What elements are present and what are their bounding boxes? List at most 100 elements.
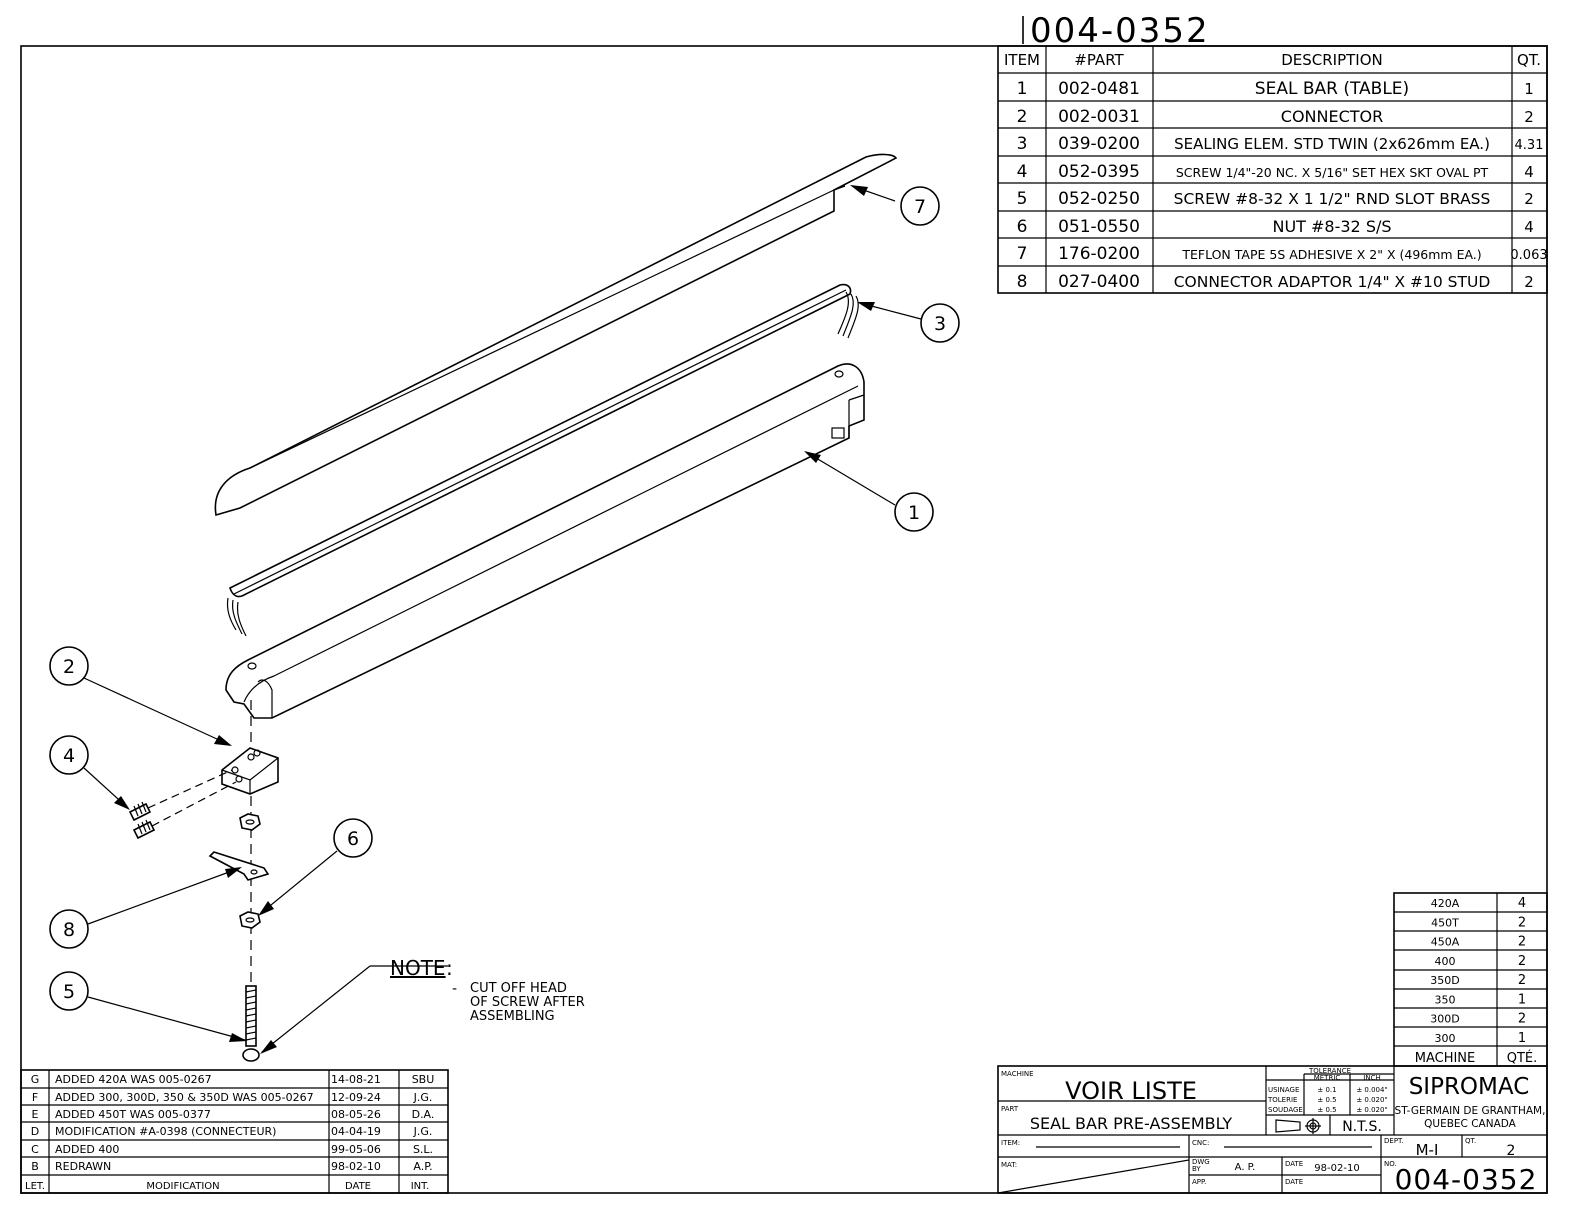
machine-qty-header: QTÉ. (1507, 1050, 1538, 1066)
bom-item-number: 3 (1017, 134, 1028, 154)
note-line-2: OF SCREW AFTER (470, 995, 585, 1010)
callout-2-label: 2 (63, 656, 75, 678)
bom-part-number: 052-0395 (1058, 162, 1140, 182)
callout-3-label: 3 (934, 313, 946, 335)
machine-model-qty: 4 (1518, 896, 1526, 911)
drawing-number: 004-0352 (1395, 1163, 1538, 1196)
revision-initials: SBU (412, 1073, 435, 1086)
callout-7: 7 (900, 186, 940, 226)
bom-description: SCREW #8-32 X 1 1/2" RND SLOT BRASS (1174, 190, 1491, 208)
bom-quantity: 2 (1524, 190, 1534, 208)
dept-label: DEPT. (1384, 1137, 1404, 1145)
rev-header-let: LET. (25, 1181, 45, 1192)
tol-inch-3: ± 0.020" (1356, 1106, 1387, 1114)
sealing-element-part (226, 283, 859, 637)
tol-inch-2: ± 0.020" (1356, 1096, 1387, 1104)
bom-quantity: 4 (1524, 163, 1534, 181)
brass-screw-part (242, 985, 260, 1062)
machine-label: MACHINE (1001, 1070, 1034, 1078)
bom-part-number: 176-0200 (1058, 244, 1140, 264)
tol-label-1: USINAGE (1268, 1086, 1299, 1094)
revision-letter: F (32, 1091, 38, 1104)
bom-item-number: 8 (1017, 272, 1028, 292)
lower-nut-part (239, 911, 261, 929)
app-label: APP. (1192, 1178, 1206, 1186)
date-value: 98-02-10 (1314, 1163, 1359, 1174)
drawing-border (20, 45, 1548, 1194)
machine-model-qty: 2 (1518, 915, 1526, 930)
machine-model: 300D (1430, 1013, 1459, 1026)
tolerance-title: TOLERANCE (1308, 1067, 1351, 1075)
bom-quantity: 2 (1524, 108, 1534, 126)
revision-description: REDRAWN (55, 1160, 111, 1173)
bom-item-number: 6 (1017, 217, 1028, 237)
machine-value: VOIR LISTE (1065, 1077, 1197, 1105)
bom-item-number: 7 (1017, 244, 1028, 264)
seal-bar-assembly-drawing: 7 3 1 2 4 6 8 5 N (49, 153, 960, 1062)
revision-date: 98-02-10 (331, 1160, 381, 1173)
bom-part-number: 027-0400 (1058, 272, 1140, 292)
bom-part-number: 051-0550 (1058, 217, 1140, 237)
revision-date: 99-05-06 (331, 1143, 381, 1156)
revision-letter: B (31, 1160, 39, 1173)
bom-description: TEFLON TAPE 5S ADHESIVE X 2" X (496mm EA… (1181, 247, 1481, 262)
note-line-1: CUT OFF HEAD (470, 981, 567, 996)
teflon-tape-part (214, 153, 898, 517)
revision-description: MODIFICATION #A-0398 (CONNECTEUR) (55, 1125, 276, 1138)
revision-date: 14-08-21 (331, 1073, 381, 1086)
bom-part-number: 002-0031 (1058, 107, 1140, 127)
bom-header-qty: QT. (1517, 51, 1541, 69)
dwg-label: DWG (1192, 1158, 1210, 1166)
bom-header-part: #PART (1074, 51, 1124, 69)
upper-nut-part (239, 813, 261, 831)
bom-description: SEALING ELEM. STD TWIN (2x626mm EA.) (1174, 135, 1490, 153)
machine-model-qty: 1 (1518, 992, 1526, 1007)
callout-6: 6 (333, 818, 373, 858)
revision-description: ADDED 450T WAS 005-0377 (55, 1108, 211, 1121)
third-angle-projection-icon (1275, 1118, 1321, 1134)
callout-8-label: 8 (63, 919, 75, 941)
bom-part-number: 039-0200 (1058, 134, 1140, 154)
bom-header-item: ITEM (1004, 51, 1040, 69)
title-block: MACHINE VOIR LISTE PART SEAL BAR PRE-ASS… (997, 1065, 1548, 1196)
machine-model: 400 (1435, 955, 1456, 968)
machine-model-qty: 2 (1518, 935, 1526, 950)
drawn-by-value: A. P. (1235, 1162, 1256, 1173)
machine-model: 300 (1435, 1032, 1456, 1045)
seal-bar-part (225, 363, 865, 719)
callout-6-label: 6 (347, 828, 359, 850)
note-dash: - (452, 981, 457, 997)
cnc-label: CNC: (1192, 1139, 1209, 1147)
machine-model: 350 (1435, 993, 1456, 1006)
number-label: NO. (1384, 1160, 1397, 1168)
drawing-number-top: 004-0352 (1030, 11, 1210, 51)
dept-value: M-I (1416, 1141, 1439, 1159)
revision-letter: C (31, 1143, 39, 1156)
machine-model: 450T (1431, 916, 1459, 929)
callout-leaders (83, 185, 922, 1054)
callout-5-label: 5 (63, 981, 75, 1003)
revision-initials: J.G. (413, 1091, 433, 1104)
machine-model-qty: 2 (1518, 973, 1526, 988)
mat-label: MAT: (1001, 1161, 1017, 1169)
date-label: DATE (1285, 1160, 1303, 1168)
company-address-2: QUEBEC CANADA (1424, 1118, 1517, 1130)
callout-4: 4 (49, 735, 89, 775)
bom-item-number: 2 (1017, 107, 1028, 127)
bom-item-number: 4 (1017, 162, 1028, 182)
machine-model: 350D (1430, 974, 1459, 987)
revision-letter: G (31, 1073, 40, 1086)
bom-quantity: 4.31 (1515, 138, 1544, 153)
rev-header-date: DATE (345, 1181, 371, 1192)
part-value: SEAL BAR PRE-ASSEMBLY (1030, 1114, 1233, 1133)
item-label: ITEM: (1001, 1139, 1020, 1147)
tol-label-2: TOLERIE (1267, 1096, 1297, 1104)
qt-value: 2 (1507, 1143, 1516, 1159)
callout-2: 2 (49, 646, 89, 686)
revision-letter: E (32, 1108, 39, 1121)
revision-initials: J.G. (413, 1125, 433, 1138)
date2-label: DATE (1285, 1178, 1303, 1186)
callout-1: 1 (894, 492, 934, 532)
